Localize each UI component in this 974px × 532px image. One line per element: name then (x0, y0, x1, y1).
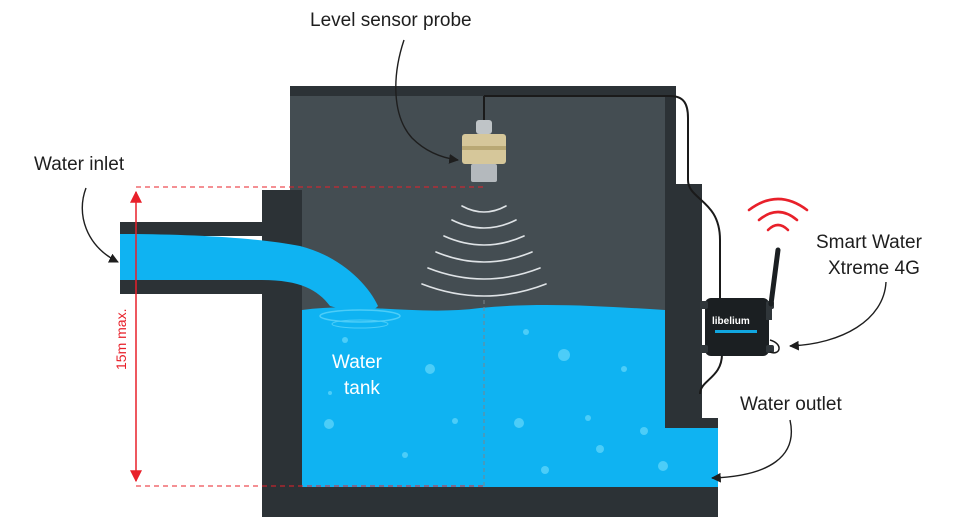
water-tank-label-line2: tank (344, 378, 380, 399)
sonar-arc (451, 219, 517, 229)
outlet-pipe-top (665, 418, 718, 428)
sonar-arc (421, 283, 547, 297)
device-antenna (768, 247, 781, 307)
bubble (425, 364, 435, 374)
tank-bottom-wall (262, 487, 718, 517)
water-tank-label-line1: Water (332, 352, 383, 373)
bubble (621, 366, 627, 372)
height-measurement: 15m max. (113, 186, 484, 487)
bubble (452, 418, 458, 424)
sonar-arc (427, 267, 541, 280)
sonar-arc (461, 205, 507, 213)
bubble (402, 452, 408, 458)
bubble (658, 461, 668, 471)
level-sensor-probe-icon (462, 120, 506, 182)
tank-left-wall (262, 190, 302, 517)
bubble (324, 419, 334, 429)
device-label-strip (715, 330, 757, 333)
device-callout-arrow (789, 281, 887, 351)
wireless-signal-icon (747, 197, 809, 232)
bubble (523, 329, 529, 335)
inlet-pipe-top (120, 222, 302, 236)
device-brand: libelium (712, 316, 750, 327)
inlet-callout-arrow (81, 187, 119, 263)
tank-water (302, 304, 718, 487)
sonar-waves (421, 205, 547, 297)
sensor-callout-arrow (395, 39, 459, 164)
signal-arc (747, 197, 809, 212)
device-label-line1: Smart Water (816, 232, 923, 253)
device-lower-cable (699, 353, 723, 395)
sonar-arc (443, 235, 525, 246)
bubble (640, 427, 648, 435)
sensor (421, 95, 721, 487)
signal-arc (757, 210, 799, 222)
bubble (514, 418, 524, 428)
device-screw (766, 345, 774, 353)
device-label-line2: Xtreme 4G (828, 258, 920, 279)
inlet (120, 222, 401, 329)
device-screw (700, 301, 708, 309)
bubble (585, 415, 591, 421)
sensor-cable (483, 95, 721, 296)
bubble (596, 445, 604, 453)
sonar-arc (435, 251, 533, 263)
water-outlet-label: Water outlet (740, 394, 842, 415)
device-side-cable (769, 339, 780, 354)
bubble (328, 391, 332, 395)
bubble (558, 349, 570, 361)
probe-cap (476, 120, 492, 134)
height-label: 15m max. (113, 309, 129, 370)
tank-right-wall (665, 190, 702, 428)
splash-ripple (319, 309, 401, 323)
signal-arc (766, 223, 790, 232)
water-inlet-label: Water inlet (34, 154, 125, 175)
sensor-probe-label: Level sensor probe (310, 10, 472, 31)
outlet-callout-arrow (711, 419, 792, 483)
smart-water-device-icon: libelium (699, 247, 781, 395)
device-body (705, 298, 769, 356)
bubble (342, 337, 348, 343)
bubble (541, 466, 549, 474)
callouts (81, 39, 887, 483)
probe-band (462, 146, 506, 150)
probe-tip (471, 164, 497, 182)
device-antenna-base (766, 304, 772, 320)
inlet-water-stream (120, 234, 378, 312)
bubbles (324, 329, 668, 474)
device-screw (700, 345, 708, 353)
splash-ripple (331, 319, 389, 329)
inlet-pipe-bottom (120, 280, 262, 294)
